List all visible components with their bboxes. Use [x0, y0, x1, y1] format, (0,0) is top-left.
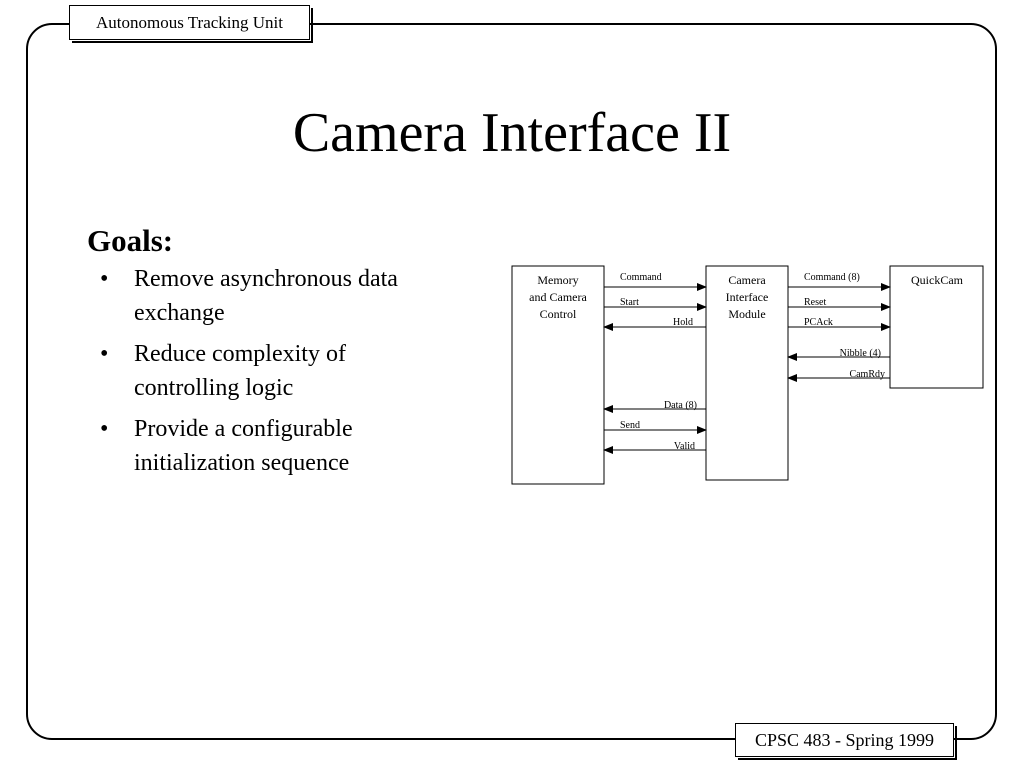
reset-signal-label: Reset: [804, 297, 826, 308]
start-signal-label: Start: [620, 297, 639, 308]
goal-2-line-1: Reduce complexity of: [134, 341, 346, 367]
header-tag-text: Autonomous Tracking Unit: [95, 13, 284, 32]
hold-signal-label: Hold: [673, 317, 693, 328]
goal-2-line-2: controlling logic: [134, 375, 294, 401]
memory-block-label-3: Control: [540, 307, 577, 321]
slide-frame: [26, 23, 997, 740]
interface-block-label-1: Camera: [728, 273, 766, 287]
camera-interface-module-block: [705, 265, 789, 481]
goal-item-1: • Remove asynchronous data exchange: [97, 262, 477, 330]
goal-1-line-1: Remove asynchronous data: [134, 266, 398, 292]
goal-item-3: • Provide a configurable initialization …: [97, 412, 477, 480]
memory-block-label-2: and Camera: [529, 290, 587, 304]
block-diagram: Memory and Camera Control Camera Interfa…: [511, 265, 984, 485]
nibble-signal-label: Nibble (4): [840, 348, 881, 359]
interface-block-label-2: Interface: [726, 290, 769, 304]
camrdy-signal-label: CamRdy: [849, 369, 885, 380]
footer-tag: CPSC 483 - Spring 1999: [735, 723, 957, 760]
bullet-icon: •: [100, 416, 109, 442]
footer-tag-text: CPSC 483 - Spring 1999: [754, 730, 935, 750]
goals-heading: Goals:: [87, 223, 174, 258]
pcack-signal-label: PCAck: [804, 317, 833, 328]
page-title: Camera Interface II: [292, 102, 732, 164]
data-signal-label: Data (8): [664, 400, 697, 411]
goal-item-2: • Reduce complexity of controlling logic: [97, 337, 477, 405]
bullet-icon: •: [100, 341, 109, 367]
send-signal-label: Send: [620, 420, 640, 431]
goals-list: • Remove asynchronous data exchange • Re…: [97, 262, 477, 487]
command-signal-label: Command: [620, 272, 662, 283]
memory-camera-control-block: [511, 265, 605, 485]
quickcam-block-label: QuickCam: [911, 273, 964, 287]
bullet-icon: •: [100, 266, 109, 292]
interface-block-label-3: Module: [728, 307, 765, 321]
goal-3-line-2: initialization sequence: [134, 450, 350, 476]
memory-block-label-1: Memory: [537, 273, 578, 287]
valid-signal-label: Valid: [674, 441, 695, 452]
command-8-signal-label: Command (8): [804, 272, 860, 283]
goal-3-line-1: Provide a configurable: [134, 416, 353, 442]
header-tag: Autonomous Tracking Unit: [69, 5, 313, 43]
goal-1-line-2: exchange: [134, 300, 225, 326]
quickcam-block: [889, 265, 984, 389]
